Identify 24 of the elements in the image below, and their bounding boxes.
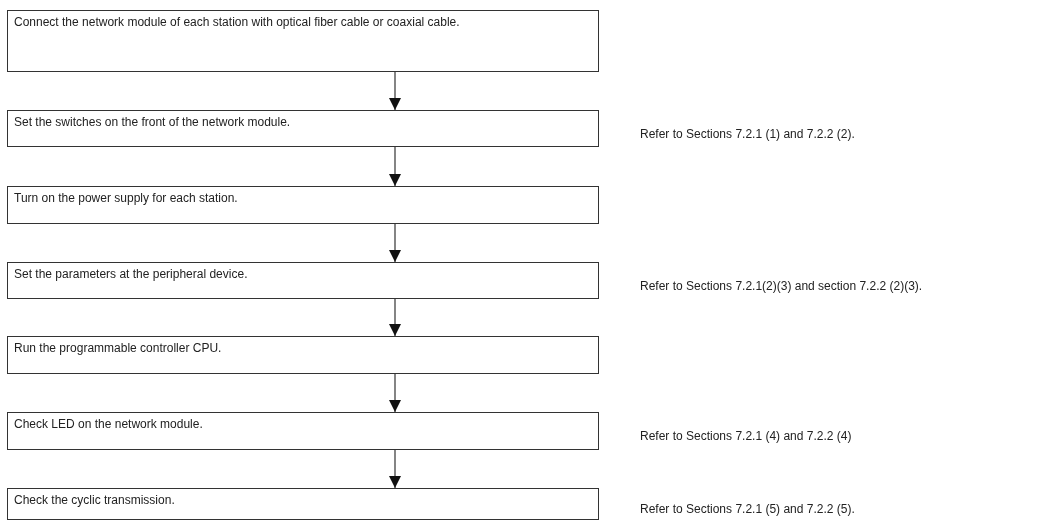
process-box [7, 10, 599, 72]
process-box [7, 412, 599, 450]
step-text: Set the switches on the front of the network module. [14, 114, 292, 131]
arrow [389, 146, 401, 187]
reference-note: Refer to Sections 7.2.1 (4) and 7.2.2 (4) [640, 429, 852, 443]
reference-note: Refer to Sections 7.2.1 (1) and 7.2.2 (2). [640, 126, 855, 141]
process-box [7, 336, 599, 374]
arrow [389, 373, 401, 413]
arrow [389, 223, 401, 263]
step-text: Check LED on the network module. [14, 416, 204, 433]
process-box [7, 262, 599, 299]
reference-note: Refer to Sections 7.2.1(2)(3) and section 7.2.2 (2)(3). [640, 278, 923, 293]
step-text: Check the cyclic transmission. [14, 492, 176, 509]
arrow [389, 449, 401, 489]
step-text: Connect the network module of each station with optical fiber cable or coaxial cable. [14, 14, 461, 31]
arrow [389, 71, 401, 111]
process-box [7, 110, 599, 147]
step-text: Turn on the power supply for each station. [14, 190, 239, 207]
process-box [7, 488, 599, 520]
process-box [7, 186, 599, 224]
arrow [389, 298, 401, 337]
step-text: Set the parameters at the peripheral device. [14, 266, 249, 283]
reference-note: Refer to Sections 7.2.1 (5) and 7.2.2 (5). [640, 502, 855, 516]
step-text: Run the programmable controller CPU. [14, 340, 223, 357]
